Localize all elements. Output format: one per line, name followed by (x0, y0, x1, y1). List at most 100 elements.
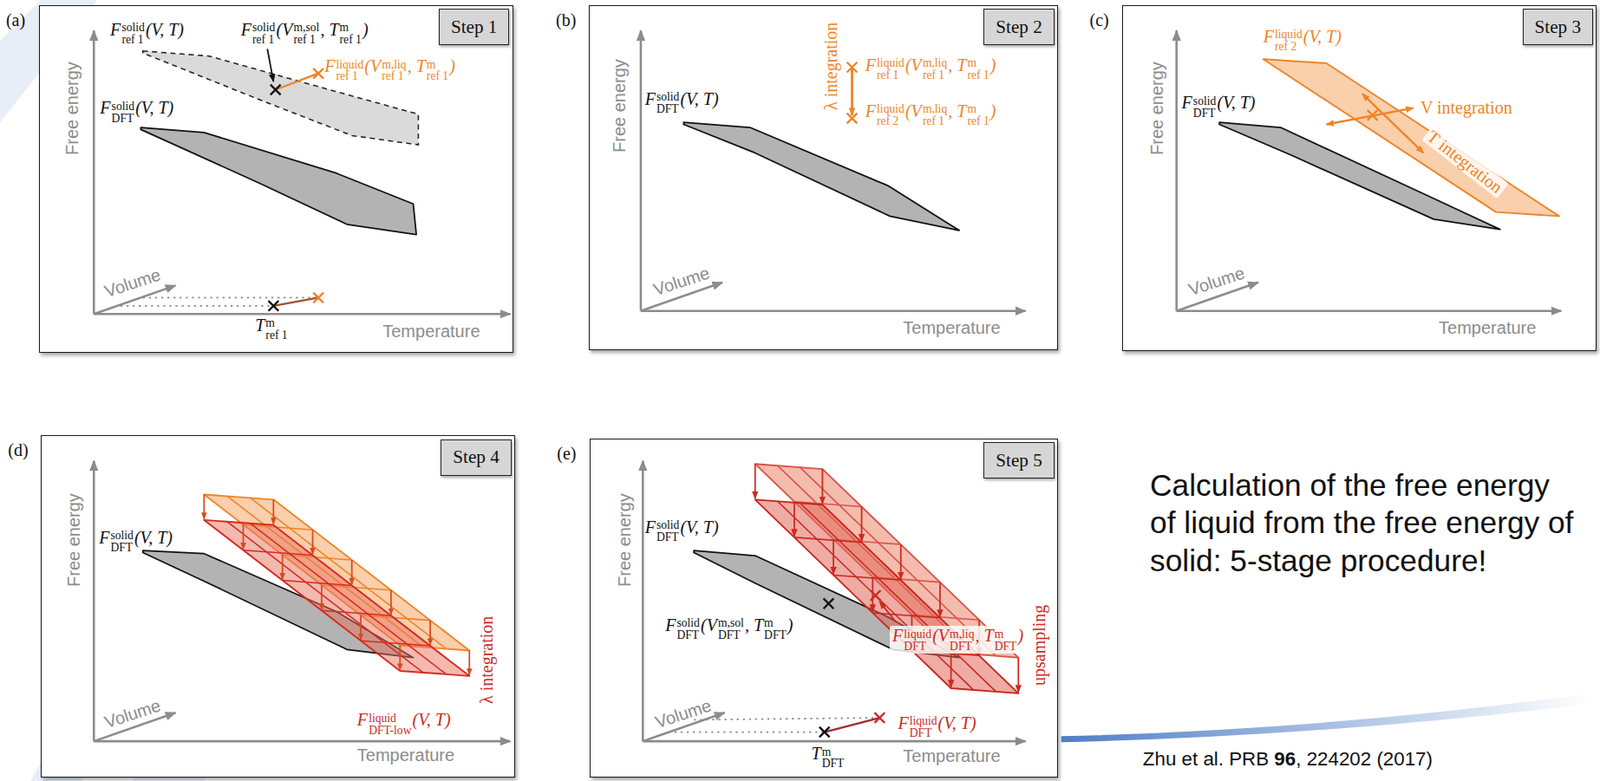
math-symbol: (V (276, 19, 294, 40)
math-symbol: , T (947, 55, 967, 75)
grid-line (243, 550, 314, 556)
liquid-surface (755, 499, 1019, 693)
superscript: liquid (909, 715, 938, 728)
subscript: DFT (903, 640, 927, 654)
math-label: Temperature (1438, 319, 1536, 337)
math-label: Free energy (63, 61, 81, 156)
math-symbol: ) (990, 55, 997, 75)
panel-ground (1122, 5, 1597, 352)
state-marker (1367, 110, 1378, 121)
math-label: Free energy (610, 59, 628, 154)
math-label: FliquidDFT(Vm,liqDFT, TmDFT) (889, 626, 1026, 654)
subscript: DFT (822, 757, 845, 771)
subscript: DFT (718, 629, 741, 642)
math-symbol: F (897, 713, 908, 733)
integration-arrow (429, 620, 432, 646)
index-stack: mref 1 (265, 317, 288, 342)
math-label: Fsolidref 1(V, T) (110, 20, 184, 46)
superscript: m (339, 21, 350, 34)
subscript: ref 1 (381, 70, 404, 83)
grid-line (321, 610, 392, 616)
connector-line (120, 305, 274, 307)
math-symbol: T (254, 315, 265, 335)
grid-line (800, 502, 997, 693)
text-label: Free energy (614, 493, 634, 588)
superscript: m,sol (718, 617, 745, 630)
math-symbol: F (1263, 26, 1274, 46)
superscript: m,liq (949, 628, 974, 641)
axis (92, 30, 96, 314)
text-label: Zhu et al. PRB (1142, 748, 1275, 771)
integration-arrow (390, 590, 392, 615)
index-stack: solidDFT (111, 100, 135, 125)
connector-line (850, 67, 854, 116)
math-symbol: , T (947, 101, 967, 121)
step-panel: (a)Step 1 (39, 5, 514, 353)
index-stack: solidDFT (676, 617, 699, 642)
subscript: DFT-low (368, 724, 412, 738)
index-stack: m,solDFT (718, 617, 745, 642)
integration-arrow (351, 560, 353, 585)
axis (1176, 309, 1562, 313)
superscript: solid (1193, 95, 1216, 108)
superscript: m,sol (293, 21, 320, 34)
superscript: m (265, 317, 275, 330)
superscript: m (426, 58, 437, 72)
superscript: liquid (903, 628, 932, 641)
subscript: ref 1 (966, 69, 989, 82)
math-symbol: , T (320, 19, 339, 40)
math-label: Tmref 1 (254, 316, 289, 342)
subscript: DFT (656, 531, 680, 544)
state-marker (267, 300, 279, 312)
superscript: m (822, 746, 832, 759)
math-label: Fliquidref 2(V, T) (1263, 27, 1342, 53)
subscript: DFT (1193, 107, 1216, 120)
connector-line (273, 297, 319, 306)
state-marker (847, 113, 858, 125)
subscript: DFT (949, 640, 973, 654)
state-marker (267, 300, 279, 312)
step-tag: Step 5 (983, 442, 1054, 479)
superscript: liquid (1274, 28, 1303, 41)
index-stack: solidDFT (1193, 95, 1216, 120)
state-marker (847, 62, 858, 73)
axis (640, 309, 1026, 313)
grid-line (872, 613, 941, 619)
math-symbol: (V, T) (145, 19, 184, 40)
grid-line (833, 574, 902, 581)
text-label: Temperature (1438, 318, 1536, 338)
state-marker (870, 590, 882, 601)
index-stack: m,solref 1 (293, 21, 320, 46)
index-stack: liquidref 1 (876, 57, 905, 82)
text-label: V integration (1420, 97, 1513, 118)
math-label: Zhu et al. PRB 96, 224202 (2017) (1142, 750, 1433, 770)
subscript: ref 1 (966, 115, 989, 128)
text-label: , 224202 (2017) (1295, 748, 1433, 771)
math-symbol: (V, T) (135, 97, 174, 118)
state-marker (1367, 110, 1378, 121)
step-label: Step 4 (452, 446, 499, 468)
panel-ground (588, 5, 1058, 351)
grid-line (227, 522, 424, 673)
math-label: upsampling (1030, 604, 1048, 686)
superscript: liquid (876, 57, 905, 70)
math-symbol: ) (787, 615, 794, 635)
math-label: Free energy (1148, 61, 1166, 156)
text-label: Free energy (64, 493, 84, 588)
integration-arrow (832, 539, 835, 575)
math-symbol: F (357, 710, 368, 730)
state-marker (270, 84, 281, 96)
math-symbol: (V, T) (1216, 92, 1255, 112)
integration-arrow (1017, 658, 1019, 693)
integration-arrow (359, 615, 362, 640)
swoosh (1061, 693, 1593, 743)
math-label: V integration (1420, 98, 1513, 117)
connector-line (275, 73, 319, 91)
math-label: Temperature (902, 319, 1000, 337)
subscript: DFT (676, 629, 699, 642)
math-symbol: (V (905, 55, 922, 75)
index-stack: solidDFT (656, 91, 680, 116)
state-marker (313, 293, 324, 304)
